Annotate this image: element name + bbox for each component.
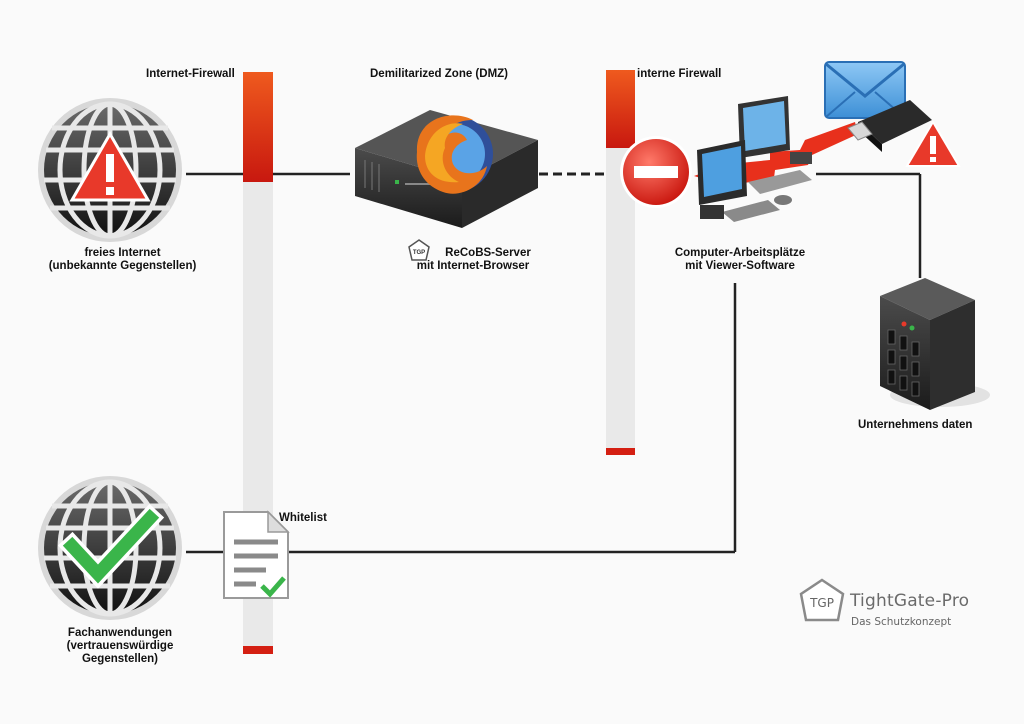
fach-line3: Gegenstellen) <box>81 653 159 665</box>
unternehmensdaten-label: Unternehmens daten <box>858 419 973 431</box>
freies-internet-line1: freies Internet <box>84 247 161 259</box>
brand-name: TightGate-Pro <box>850 591 970 611</box>
svg-text:TGP: TGP <box>413 250 425 256</box>
internet-firewall-label: Internet-Firewall <box>146 68 235 80</box>
globe-check-icon <box>38 476 182 620</box>
whitelist-label: Whitelist <box>279 512 327 524</box>
recobs-line2: mit Internet-Browser <box>416 260 530 272</box>
interne-firewall-bar <box>606 70 635 455</box>
recobs-line1: ReCoBS-Server <box>445 247 531 259</box>
recobs-server-label: ReCoBS-Server mit Internet-Browser <box>398 247 548 273</box>
globe-warning-icon <box>38 98 182 242</box>
tower-server-icon <box>880 278 990 410</box>
workstations-icon <box>697 96 812 222</box>
fach-line2: (vertrauenswürdige <box>66 640 174 652</box>
dmz-label: Demilitarized Zone (DMZ) <box>370 68 509 80</box>
tgp-badge-icon: TGP <box>408 239 430 261</box>
freies-internet-line2: (unbekannte Gegenstellen) <box>48 260 197 272</box>
computer-line2: mit Viewer-Software <box>685 260 795 272</box>
fachanwendungen-label: Fachanwendungen (vertrauenswürdige Gegen… <box>40 627 200 666</box>
brand-logo-text: TGP <box>809 596 834 610</box>
whitelist-document-icon <box>223 510 290 599</box>
firefox-icon <box>416 115 493 194</box>
brand-subtitle: Das Schutzkonzept <box>851 616 952 628</box>
computer-arbeitsplaetze-label: Computer-Arbeitsplätze mit Viewer-Softwa… <box>660 247 820 273</box>
stop-icon <box>620 136 692 208</box>
fach-line1: Fachanwendungen <box>67 627 173 639</box>
connection-lines <box>186 172 922 554</box>
computer-line1: Computer-Arbeitsplätze <box>674 247 806 259</box>
warning-icon <box>905 120 961 167</box>
usb-stick-icon <box>847 100 932 152</box>
brand-logo-icon: TGP <box>799 578 845 622</box>
envelope-icon <box>824 61 906 119</box>
interne-firewall-label: interne Firewall <box>637 68 722 80</box>
freies-internet-label: freies Internet (unbekannte Gegenstellen… <box>30 247 215 273</box>
